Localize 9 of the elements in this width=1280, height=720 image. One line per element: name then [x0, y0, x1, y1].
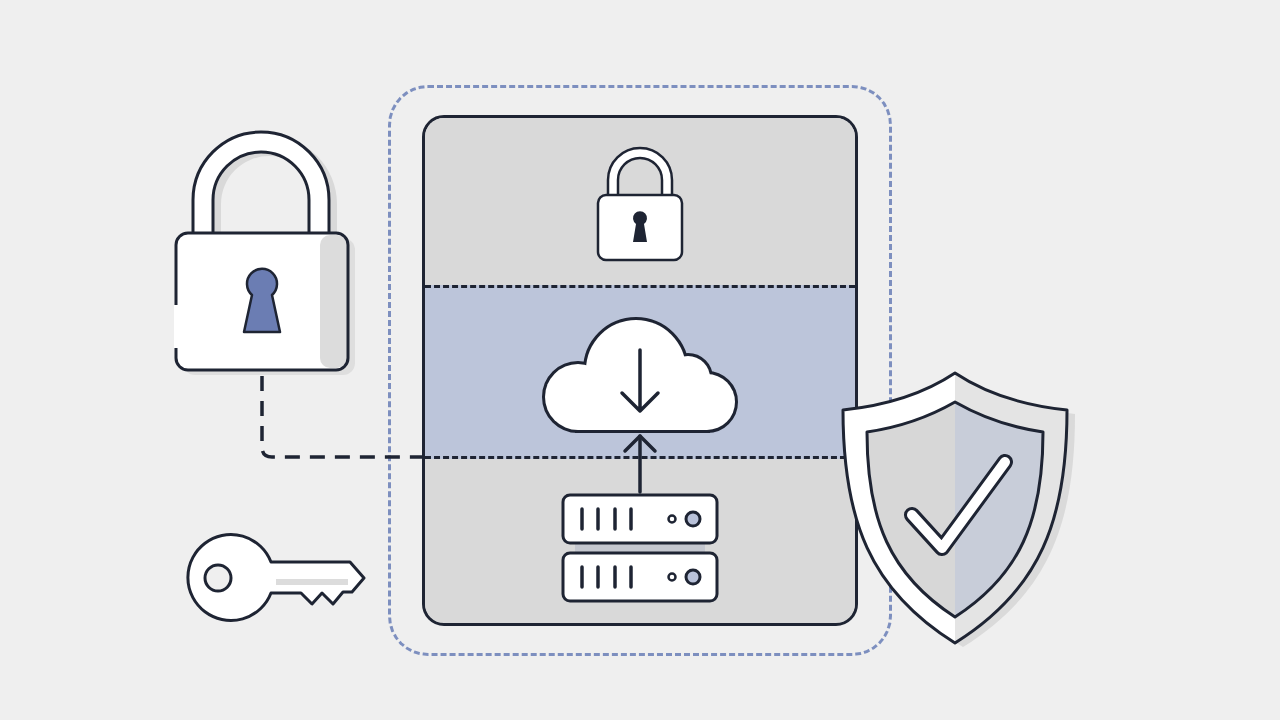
panel — [422, 115, 858, 626]
padlock-icon — [172, 130, 356, 376]
server-icon — [560, 492, 720, 605]
dashed-boundary — [388, 85, 892, 656]
arrow — [623, 434, 657, 494]
padlock-icon — [594, 144, 686, 264]
dashed-connector — [260, 376, 422, 459]
cloud-download-icon — [540, 316, 740, 434]
middle-band — [425, 285, 855, 459]
